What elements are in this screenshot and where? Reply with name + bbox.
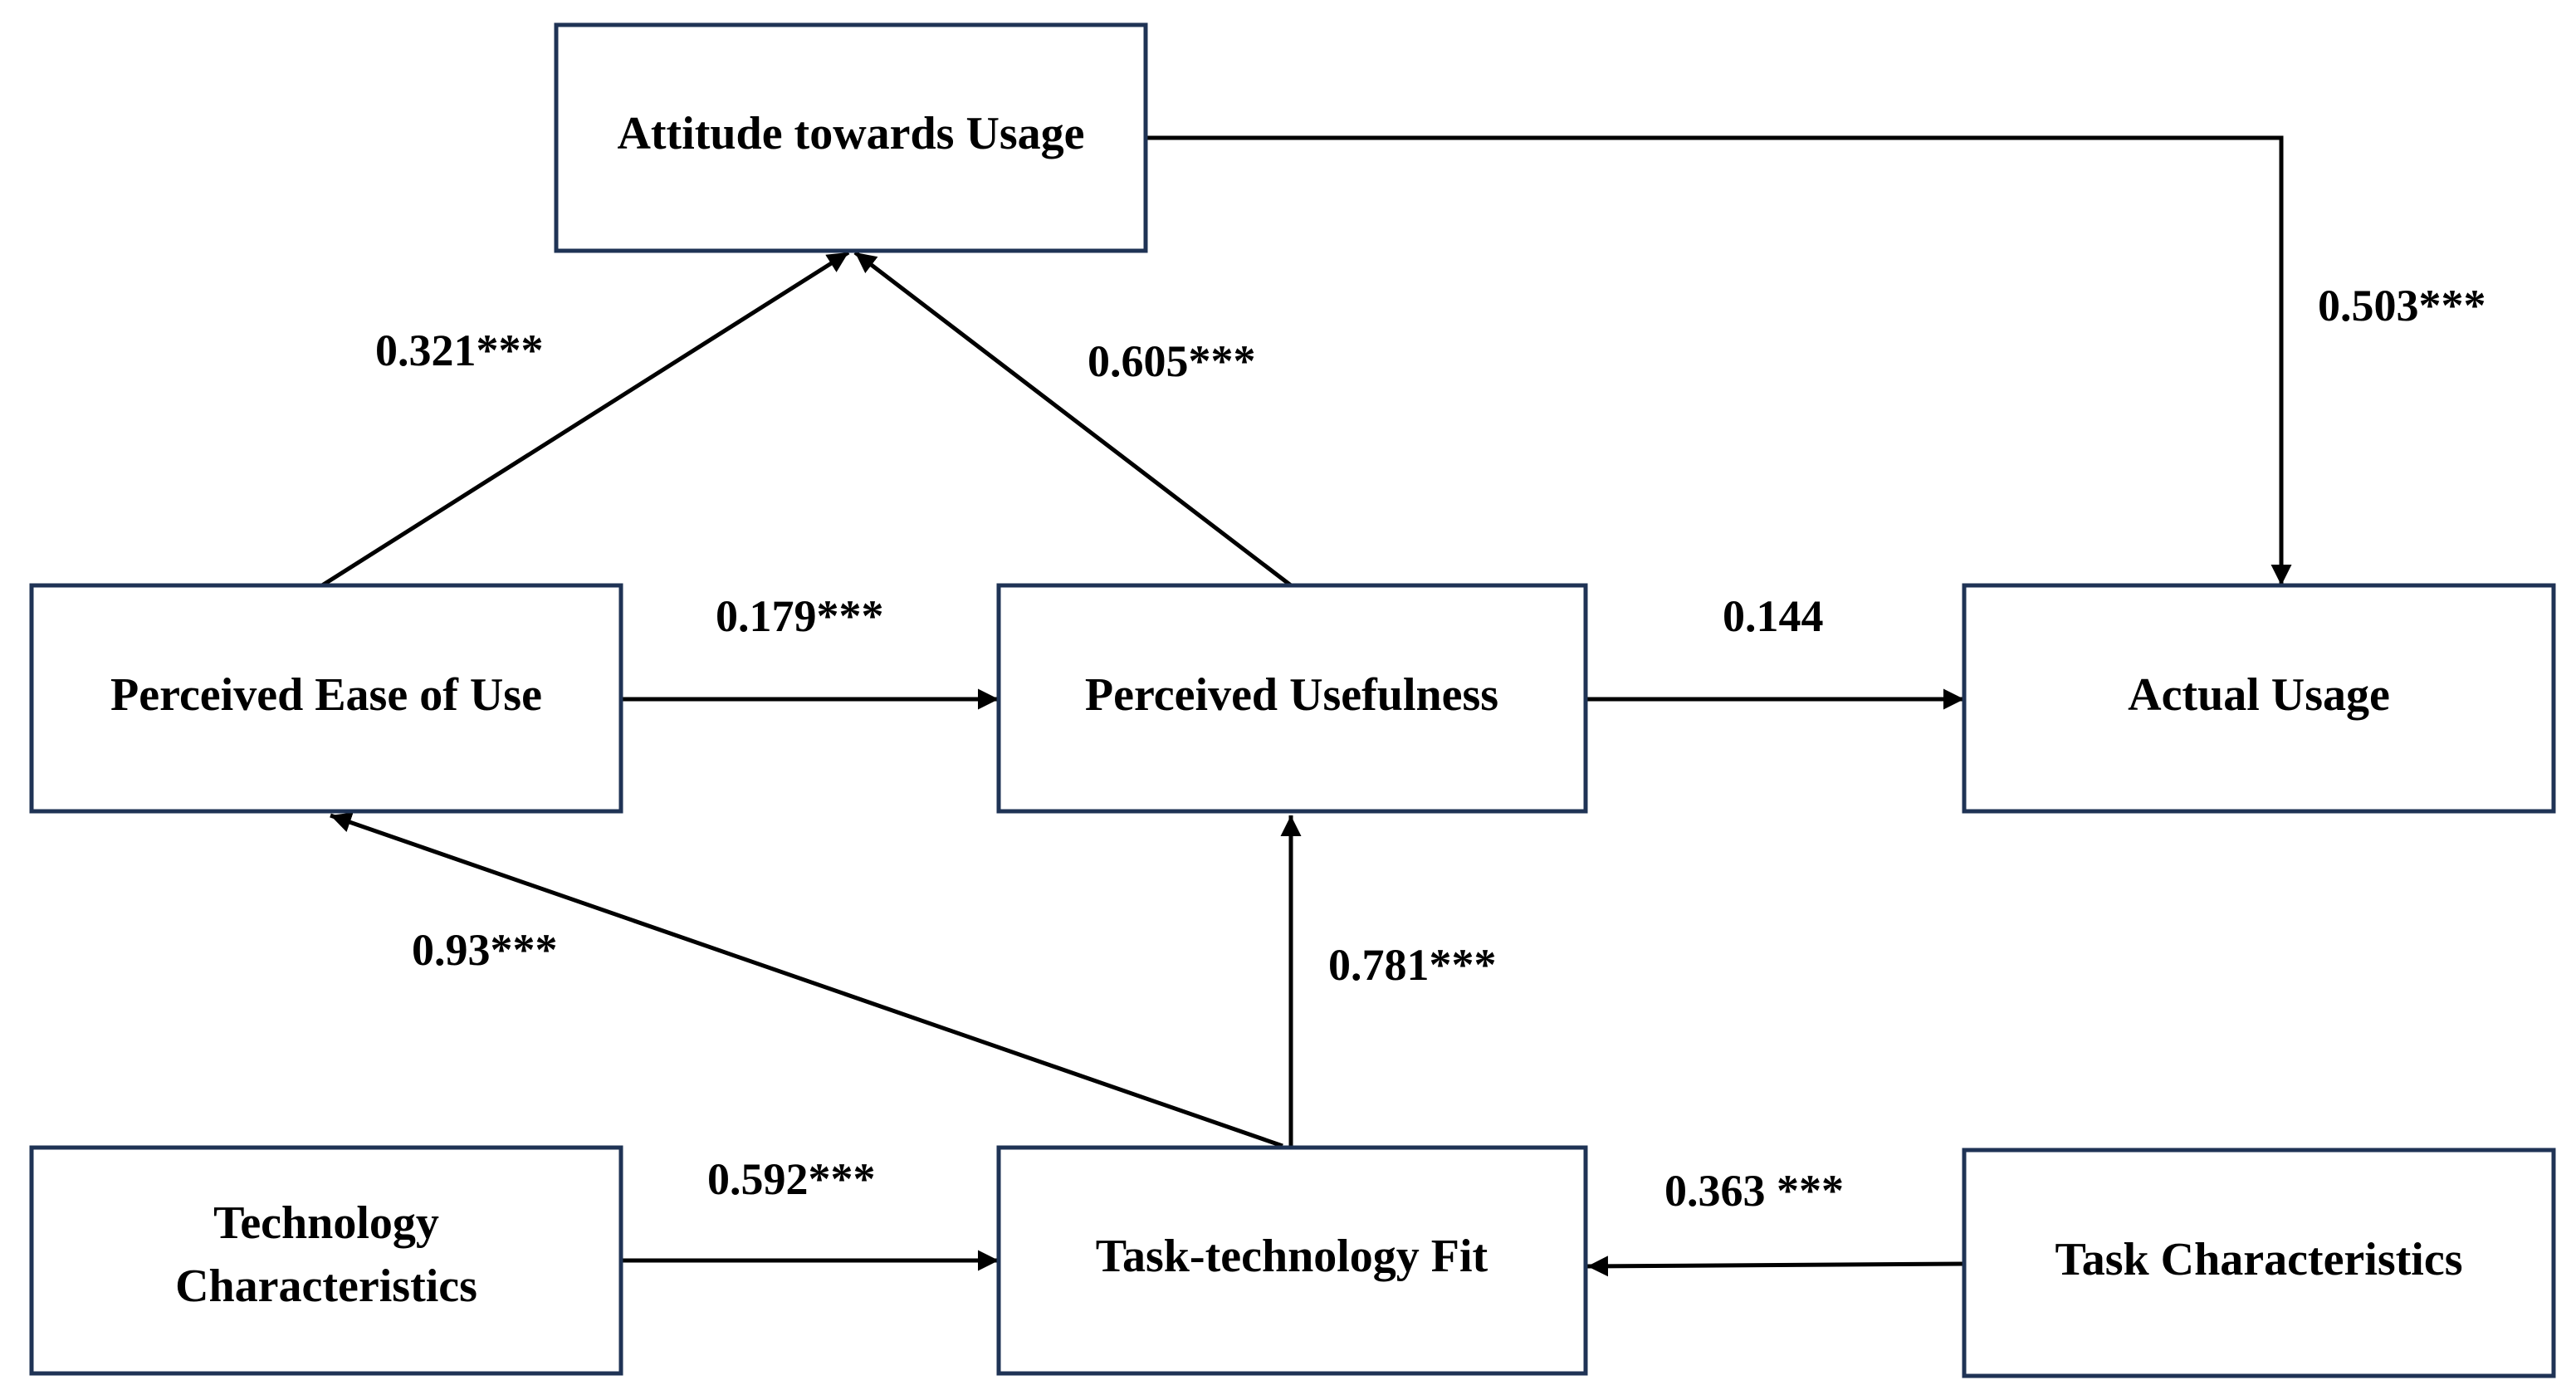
node-task-label: Task Characteristics: [2055, 1234, 2462, 1285]
node-tech-label-line1: Technology: [213, 1197, 439, 1249]
node-attitude-towards-usage: Attitude towards Usage: [554, 22, 1148, 253]
node-technology-characteristics: Technology Characteristics: [29, 1145, 623, 1376]
edge-label-tech-to-ttf: 0.592***: [707, 1154, 876, 1204]
edge-label-usefulness-to-attitude: 0.605***: [1088, 336, 1256, 386]
edge-ttf-to-ease: [330, 812, 1283, 1148]
edge-ease-to-attitude: [320, 250, 850, 588]
edge-attitude-to-actual: [1146, 135, 2292, 585]
edge-usefulness-to-attitude: [853, 251, 1293, 587]
edge-label-ttf-to-ease: 0.93***: [412, 925, 558, 975]
edge-task-to-ttf: [1586, 1256, 1965, 1277]
edge-label-attitude-to-actual: 0.503***: [2318, 281, 2486, 330]
edge-label-task-to-ttf: 0.363 ***: [1664, 1166, 1844, 1216]
node-perceived-usefulness: Perceived Usefulness: [996, 583, 1588, 814]
edge-label-ease-to-usefulness: 0.179***: [716, 591, 884, 641]
node-attitude-label: Attitude towards Usage: [617, 108, 1084, 159]
edge-label-ttf-to-usefulness: 0.781***: [1328, 940, 1497, 990]
node-perceived-ease-of-use: Perceived Ease of Use: [29, 583, 623, 814]
node-task-characteristics: Task Characteristics: [1962, 1148, 2556, 1378]
edge-label-usefulness-to-actual: 0.144: [1723, 591, 1824, 641]
node-actual-label: Actual Usage: [2128, 669, 2390, 721]
node-actual-usage: Actual Usage: [1962, 583, 2556, 814]
edge-label-ease-to-attitude: 0.321***: [375, 326, 544, 375]
node-tech-label-line2: Characteristics: [175, 1260, 477, 1312]
node-task-technology-fit: Task-technology Fit: [996, 1145, 1588, 1376]
node-usefulness-label: Perceived Usefulness: [1085, 669, 1498, 721]
node-ease-label: Perceived Ease of Use: [110, 669, 542, 721]
node-ttf-label: Task-technology Fit: [1096, 1231, 1488, 1282]
